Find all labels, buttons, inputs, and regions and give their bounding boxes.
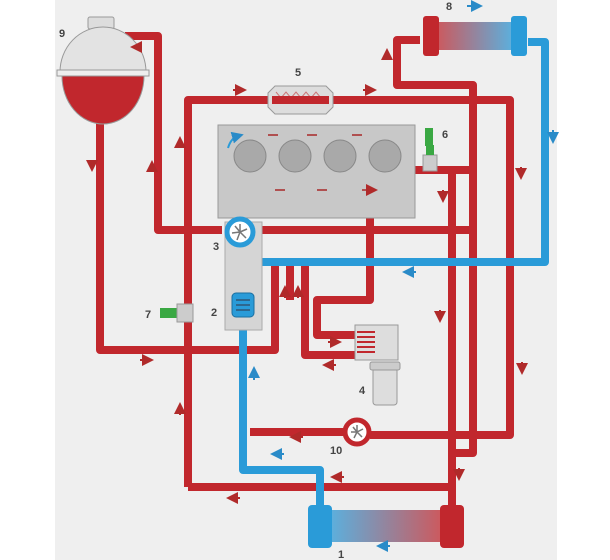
temperature-sensor-outlet (422, 128, 438, 172)
flow-arrows (86, 0, 559, 552)
main-radiator (308, 497, 464, 548)
hot-coolant-pipes (96, 32, 514, 505)
label-auxiliary-radiator: 8 (446, 1, 452, 13)
label-radiator: 1 (338, 549, 344, 560)
engine-block (217, 124, 416, 219)
expansion-tank (56, 16, 150, 125)
label-temp-sensor-inlet: 7 (145, 309, 151, 321)
label-thermostat: 2 (211, 307, 217, 319)
label-oil-cooler: 5 (295, 67, 301, 79)
water-pump (224, 216, 256, 248)
temperature-sensor-inlet (160, 303, 194, 323)
auxiliary-pump (342, 417, 372, 447)
label-heater-core: 4 (359, 385, 366, 397)
oil-cooler (267, 85, 334, 115)
heater-core (354, 324, 401, 406)
label-temp-sensor-outlet: 6 (442, 129, 448, 141)
label-water-pump: 3 (213, 241, 219, 253)
label-expansion-tank: 9 (59, 28, 65, 40)
auxiliary-radiator (423, 16, 527, 56)
label-auxiliary-pump: 10 (330, 445, 342, 457)
